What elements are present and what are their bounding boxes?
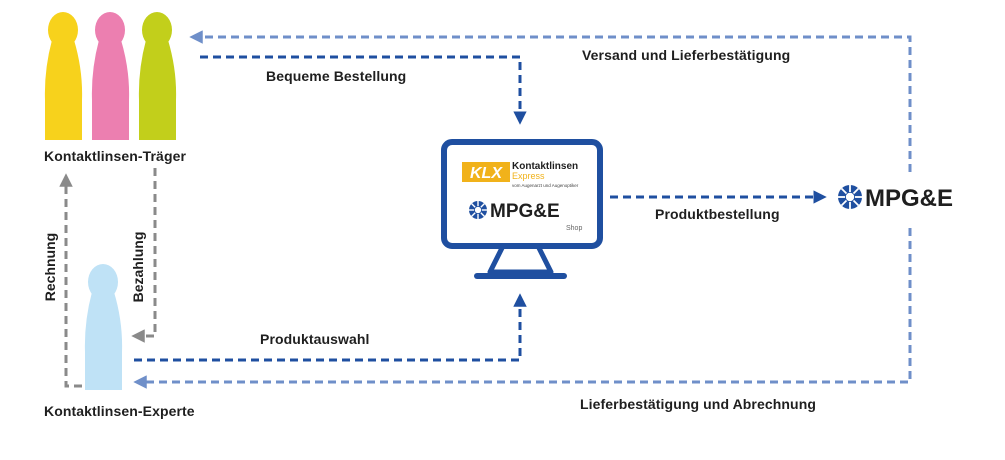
klx-tagline: vom Augenarzt und Augenoptiker	[512, 183, 579, 188]
wearer-figures	[44, 12, 177, 140]
label-payment: Bezahlung	[130, 231, 146, 303]
arrow-product-selection	[134, 293, 527, 362]
klx-logo-text: KLX	[470, 165, 503, 182]
label-delivery-billing: Lieferbestätigung und Abrechnung	[580, 396, 817, 412]
screen-mpg-logo: MPG&E Shop	[469, 201, 582, 232]
label-expert: Kontaktlinsen-Experte	[44, 403, 195, 419]
label-invoice: Rechnung	[42, 232, 58, 302]
klx-title: Kontaktlinsen	[512, 161, 578, 172]
expert-figure	[84, 264, 123, 390]
shop-monitor: KLX Kontaktlinsen Express vom Augenarzt …	[441, 139, 603, 279]
klx-logo: KLX Kontaktlinsen Express vom Augenarzt …	[462, 161, 579, 188]
klx-subtitle: Express	[512, 171, 545, 181]
figure-pink	[91, 12, 130, 140]
screen-mpg-text: MPG&E	[490, 201, 560, 222]
arrow-delivery-billing	[133, 228, 912, 389]
arrow-invoice	[59, 173, 82, 388]
shop-label: Shop	[566, 225, 582, 232]
label-shipping: Versand und Lieferbestätigung	[582, 47, 791, 63]
label-product-order: Produktbestellung	[655, 206, 780, 222]
partner-mpg-text: MPG&E	[865, 185, 953, 212]
figure-yellow	[44, 12, 83, 140]
figure-green	[138, 12, 177, 140]
label-product-selection: Produktauswahl	[260, 331, 370, 347]
arrow-shipping	[189, 30, 912, 172]
label-wearer: Kontaktlinsen-Träger	[44, 148, 187, 164]
partner-mpg-logo: MPG&E	[838, 185, 953, 212]
arrow-convenient-order	[200, 55, 527, 125]
arrow-payment	[131, 168, 157, 343]
label-convenient-order: Bequeme Bestellung	[266, 68, 407, 84]
